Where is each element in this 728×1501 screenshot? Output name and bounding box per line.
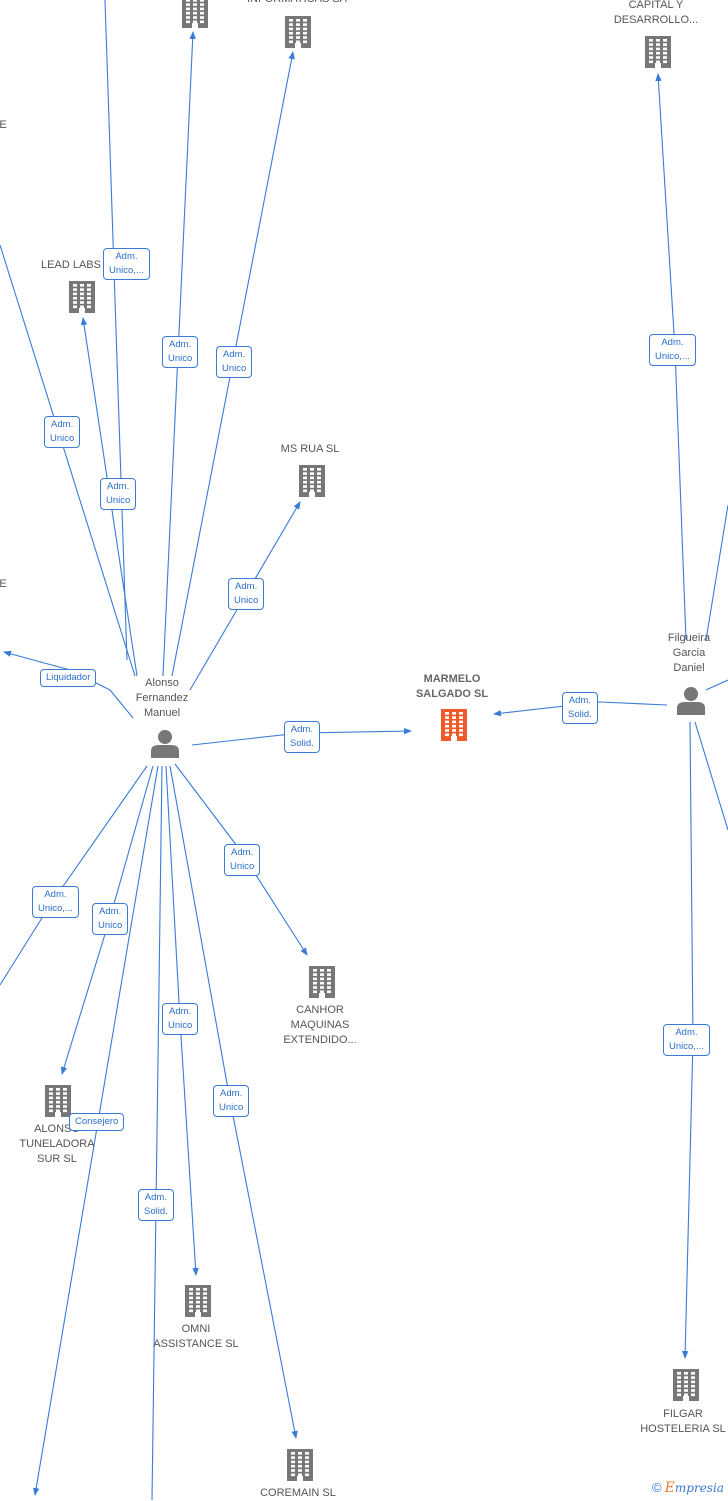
company-building-icon[interactable] (299, 465, 325, 497)
role-label: Adm. Unico (162, 1003, 199, 1035)
relationship-edge (104, 0, 128, 661)
company-name-label[interactable]: MARMELO SALGADO SL (415, 673, 489, 700)
company-name-label[interactable]: LEAD LABS (41, 259, 101, 271)
role-label: Consejero (69, 1113, 125, 1131)
company-name-label[interactable]: CAPITAL Y DESARROLLO... (613, 0, 699, 26)
company-building-icon[interactable] (287, 1449, 313, 1481)
copyright-symbol: © (652, 1480, 662, 1495)
company-name-label[interactable]: ALONSO TUNELADORA SUR SL (19, 1123, 95, 1165)
person-icon[interactable] (677, 687, 705, 715)
company-building-icon[interactable] (182, 0, 208, 28)
company-name-label[interactable]: CANHOR MAQUINAS EXTENDIDO... (283, 1004, 357, 1046)
company-name-label[interactable]: FILGAR HOSTELERIA SL (640, 1408, 726, 1435)
person-icon[interactable] (151, 730, 179, 758)
role-label: Adm. Unico,... (649, 334, 696, 366)
footer-brand: © Empresia (652, 1480, 724, 1496)
role-label: Adm. Unico (224, 844, 261, 876)
relationship-edge (151, 765, 163, 1500)
relationship-edge (493, 701, 668, 717)
company-building-icon[interactable] (69, 281, 95, 313)
company-building-icon[interactable] (645, 36, 671, 68)
company-name-label[interactable]: OMNI ASSISTANCE SL (153, 1323, 239, 1350)
relationship-edge (705, 679, 728, 691)
empresia-logo: Empresia (664, 1480, 724, 1496)
relationship-edge (694, 721, 728, 831)
company-building-icon[interactable] (45, 1085, 71, 1117)
role-label: Adm. Solid. (284, 721, 320, 753)
role-label: Adm. Unico,... (663, 1024, 710, 1056)
company-building-icon[interactable] (185, 1285, 211, 1317)
role-label: Adm. Unico,... (103, 248, 150, 280)
company-name-label[interactable]: INFORMATICAS SA (232, 0, 362, 7)
company-name-label[interactable]: E (0, 119, 7, 131)
person-name-label[interactable]: Alonso Fernandez Manuel (135, 677, 189, 719)
company-building-icon[interactable] (673, 1369, 699, 1401)
role-label: Adm. Solid. (562, 692, 598, 724)
company-name-label[interactable]: COREMAIN SL (260, 1487, 336, 1499)
person-name-label[interactable]: Filgueira Garcia Daniel (667, 632, 711, 674)
company-building-icon[interactable] (309, 966, 335, 998)
focus-company-building-icon[interactable] (441, 709, 467, 741)
role-label: Adm. Unico,... (32, 886, 79, 918)
role-label: Adm. Unico (100, 478, 137, 510)
role-label: Adm. Solid. (138, 1189, 174, 1221)
role-label: Adm. Unico (44, 416, 81, 448)
relationship-edge (705, 504, 728, 641)
role-label: Adm. Unico (213, 1085, 250, 1117)
role-label: Adm. Unico (228, 578, 265, 610)
company-name-label[interactable]: MS RUA SL (280, 443, 340, 455)
role-label: Adm. Unico (92, 903, 129, 935)
company-name-label[interactable]: E (0, 578, 7, 590)
relationship-edge (0, 244, 136, 677)
role-label: Liquidador (40, 669, 97, 687)
company-building-icon[interactable] (285, 16, 311, 48)
role-label: Adm. Unico (216, 346, 253, 378)
role-label: Adm. Unico (162, 336, 199, 368)
relationship-edge (0, 765, 148, 986)
